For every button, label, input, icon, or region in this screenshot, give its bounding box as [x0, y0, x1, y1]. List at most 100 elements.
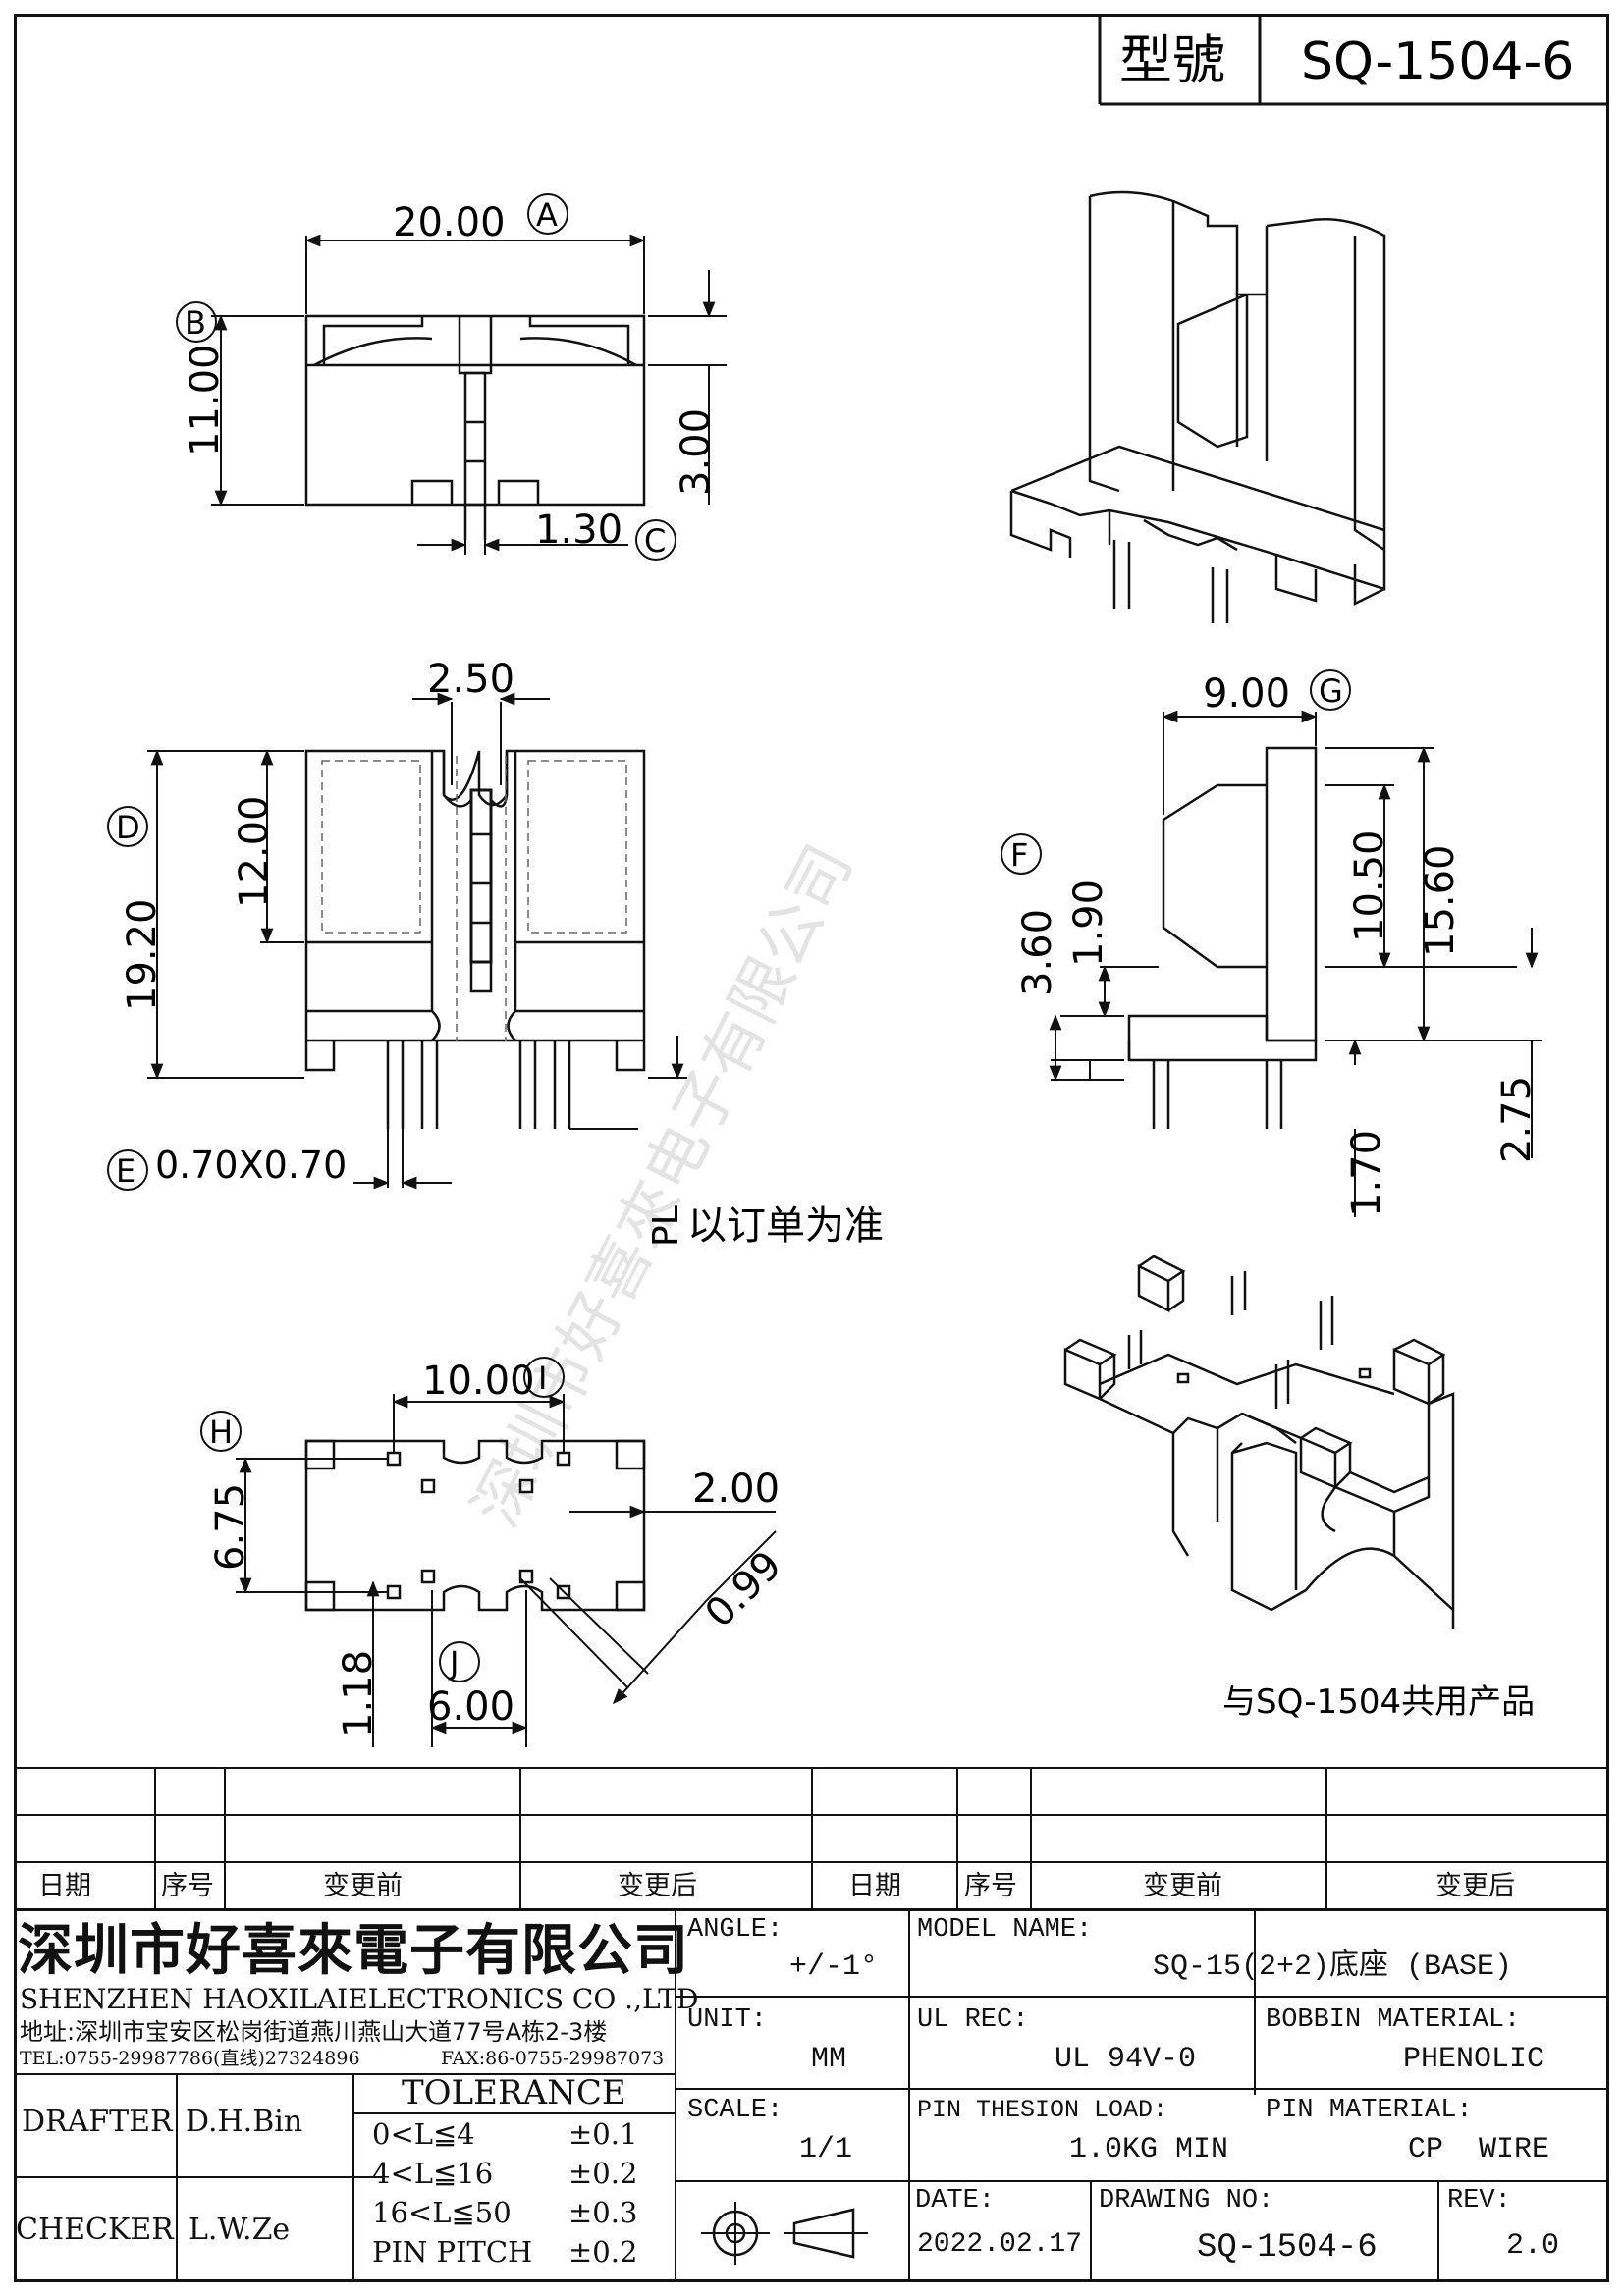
- side-view: [1127, 746, 1318, 1129]
- unit-value: MM: [811, 2043, 847, 2076]
- watermark-text: 深圳市好喜來电子有限公司: [460, 833, 867, 1538]
- company-tel: TEL:0755-29987786(直线)27324896: [20, 2048, 360, 2069]
- marker-b-circle: [176, 301, 217, 343]
- dim-12: 12.00: [232, 795, 277, 908]
- iso-view-bottom: [1063, 1255, 1455, 1629]
- dim-099: 0.99: [697, 1543, 791, 1637]
- drawing-svg: 深圳市好喜來电子有限公司 型號 SQ-1504-6: [107, 14, 1609, 1747]
- model-value: SQ-15(2+2)底座 (BASE): [1153, 1950, 1513, 1984]
- front-view: [304, 314, 646, 540]
- dim-9: 9.00: [1203, 671, 1290, 717]
- ul-value: UL 94V-0: [1055, 2043, 1197, 2076]
- marker-j: J: [448, 1644, 459, 1682]
- dim-6: 6.00: [427, 1684, 514, 1730]
- bottom-view-dims: [147, 692, 687, 1190]
- tolerance-range-3: 16<L≦50: [372, 2196, 512, 2229]
- dim-130: 1.30: [535, 507, 622, 553]
- rev-header-date-1: 日期: [38, 1871, 91, 1901]
- marker-d: D: [116, 809, 140, 846]
- side-view-dims: [1049, 710, 1542, 1217]
- marker-e: E: [116, 1152, 135, 1190]
- marker-a: A: [536, 196, 558, 234]
- company-name-cn: 深圳市好喜來電子有限公司: [18, 1918, 689, 1983]
- front-view-dims: [211, 234, 727, 555]
- checker-label: CHECKER: [16, 2213, 174, 2247]
- dim-11: 11.00: [183, 344, 228, 456]
- pin-load-value: 1.0KG MIN: [1069, 2133, 1229, 2166]
- marker-d-circle: [107, 806, 148, 847]
- dim-118: 1.18: [336, 1650, 381, 1737]
- rev-header-seq-1: 序号: [161, 1871, 214, 1901]
- company-address: 地址:深圳市宝安区松岗街道燕川燕山大道77号A栋2-3楼: [20, 2018, 608, 2046]
- dim-1560: 15.60: [1418, 844, 1463, 957]
- pin-material-label: PIN MATERIAL:: [1266, 2096, 1473, 2125]
- marker-g: G: [1319, 672, 1343, 710]
- dim-2: 2.00: [692, 1467, 780, 1512]
- pl-text: PL: [646, 1205, 686, 1247]
- pl-note: 以订单为准: [687, 1203, 884, 1249]
- bobbin-label: BOBBIN MATERIAL:: [1266, 2005, 1521, 2035]
- marker-h: H: [209, 1414, 233, 1451]
- projection-symbol-icon: [701, 2202, 868, 2265]
- dim-675: 6.75: [208, 1483, 253, 1571]
- company-name-en: SHENZHEN HAOXILAIELECTRONICS CO .,LTD: [20, 1983, 699, 2015]
- scale-label: SCALE:: [687, 2096, 784, 2125]
- marker-f: F: [1010, 836, 1028, 874]
- ul-label: UL REC:: [917, 2005, 1029, 2035]
- dim-170: 1.70: [1344, 1130, 1389, 1217]
- marker-h-circle: [200, 1411, 242, 1452]
- unit-label: UNIT:: [687, 2005, 768, 2035]
- marker-f-circle: [1001, 833, 1042, 875]
- dim-360: 3.60: [1015, 909, 1060, 996]
- pin-material-value: CP WIRE: [1408, 2133, 1550, 2166]
- drafter-value: D.H.Bin: [186, 2105, 303, 2139]
- tolerance-range-1: 0<L≦4: [372, 2117, 475, 2151]
- angle-value: +/-1°: [789, 1950, 879, 1984]
- bottom-view: [304, 749, 646, 1129]
- type-label: 型號: [1119, 29, 1225, 91]
- dim-190: 1.90: [1066, 880, 1111, 967]
- tolerance-value-1: ±0.1: [568, 2117, 638, 2151]
- bobbin-value: PHENOLIC: [1403, 2043, 1545, 2076]
- rev-value: 2.0: [1506, 2229, 1560, 2263]
- rev-label: REV:: [1447, 2186, 1511, 2216]
- dim-20: 20.00: [393, 200, 506, 245]
- header-box: [1098, 14, 1609, 106]
- part-number: SQ-1504-6: [1301, 32, 1574, 91]
- rev-header-after-2: 变更后: [1435, 1871, 1515, 1901]
- marker-g-circle: [1310, 669, 1351, 711]
- drawing-frame: [14, 14, 1609, 2282]
- tolerance-value-2: ±0.2: [568, 2157, 638, 2190]
- tolerance-value-4: ±0.2: [568, 2235, 638, 2269]
- angle-label: ANGLE:: [687, 1915, 784, 1945]
- marker-e-circle: [107, 1149, 148, 1191]
- date-value: 2022.02.17: [917, 2229, 1083, 2260]
- rev-header-seq-2: 序号: [964, 1871, 1017, 1901]
- dim-1920: 19.20: [120, 898, 165, 1011]
- dim-1050: 10.50: [1347, 829, 1392, 942]
- rev-header-before-1: 变更前: [323, 1871, 403, 1901]
- marker-i: I: [538, 1360, 547, 1397]
- marker-i-circle: [523, 1357, 565, 1398]
- marker-c-circle: [635, 519, 676, 561]
- bottom-view-hidden: [321, 756, 627, 1041]
- rev-header-before-2: 变更前: [1143, 1871, 1222, 1901]
- tolerance-range-4: PIN PITCH: [372, 2235, 533, 2269]
- top-view-dims: [236, 1394, 777, 1747]
- tolerance-value-3: ±0.3: [568, 2196, 638, 2229]
- marker-a-circle: [527, 193, 568, 235]
- dim-275: 2.75: [1494, 1076, 1540, 1163]
- dim-3: 3.00: [674, 408, 719, 496]
- shared-note: 与SQ-1504共用产品: [1222, 1682, 1535, 1722]
- revision-table: 日期 序号 变更前 变更后 日期 序号 变更前 变更后: [14, 1767, 1609, 1911]
- marker-c: C: [644, 522, 666, 560]
- rev-header-date-2: 日期: [848, 1871, 901, 1901]
- rev-header-after-1: 变更后: [618, 1871, 697, 1901]
- date-label: DATE:: [915, 2186, 996, 2216]
- drawing-label: DRAWING NO:: [1099, 2186, 1274, 2216]
- scale-value: 1/1: [799, 2133, 853, 2166]
- model-label: MODEL NAME:: [917, 1915, 1093, 1945]
- top-view: [304, 1439, 646, 1612]
- iso-view-top: [1009, 190, 1386, 623]
- marker-j-circle: [439, 1641, 480, 1682]
